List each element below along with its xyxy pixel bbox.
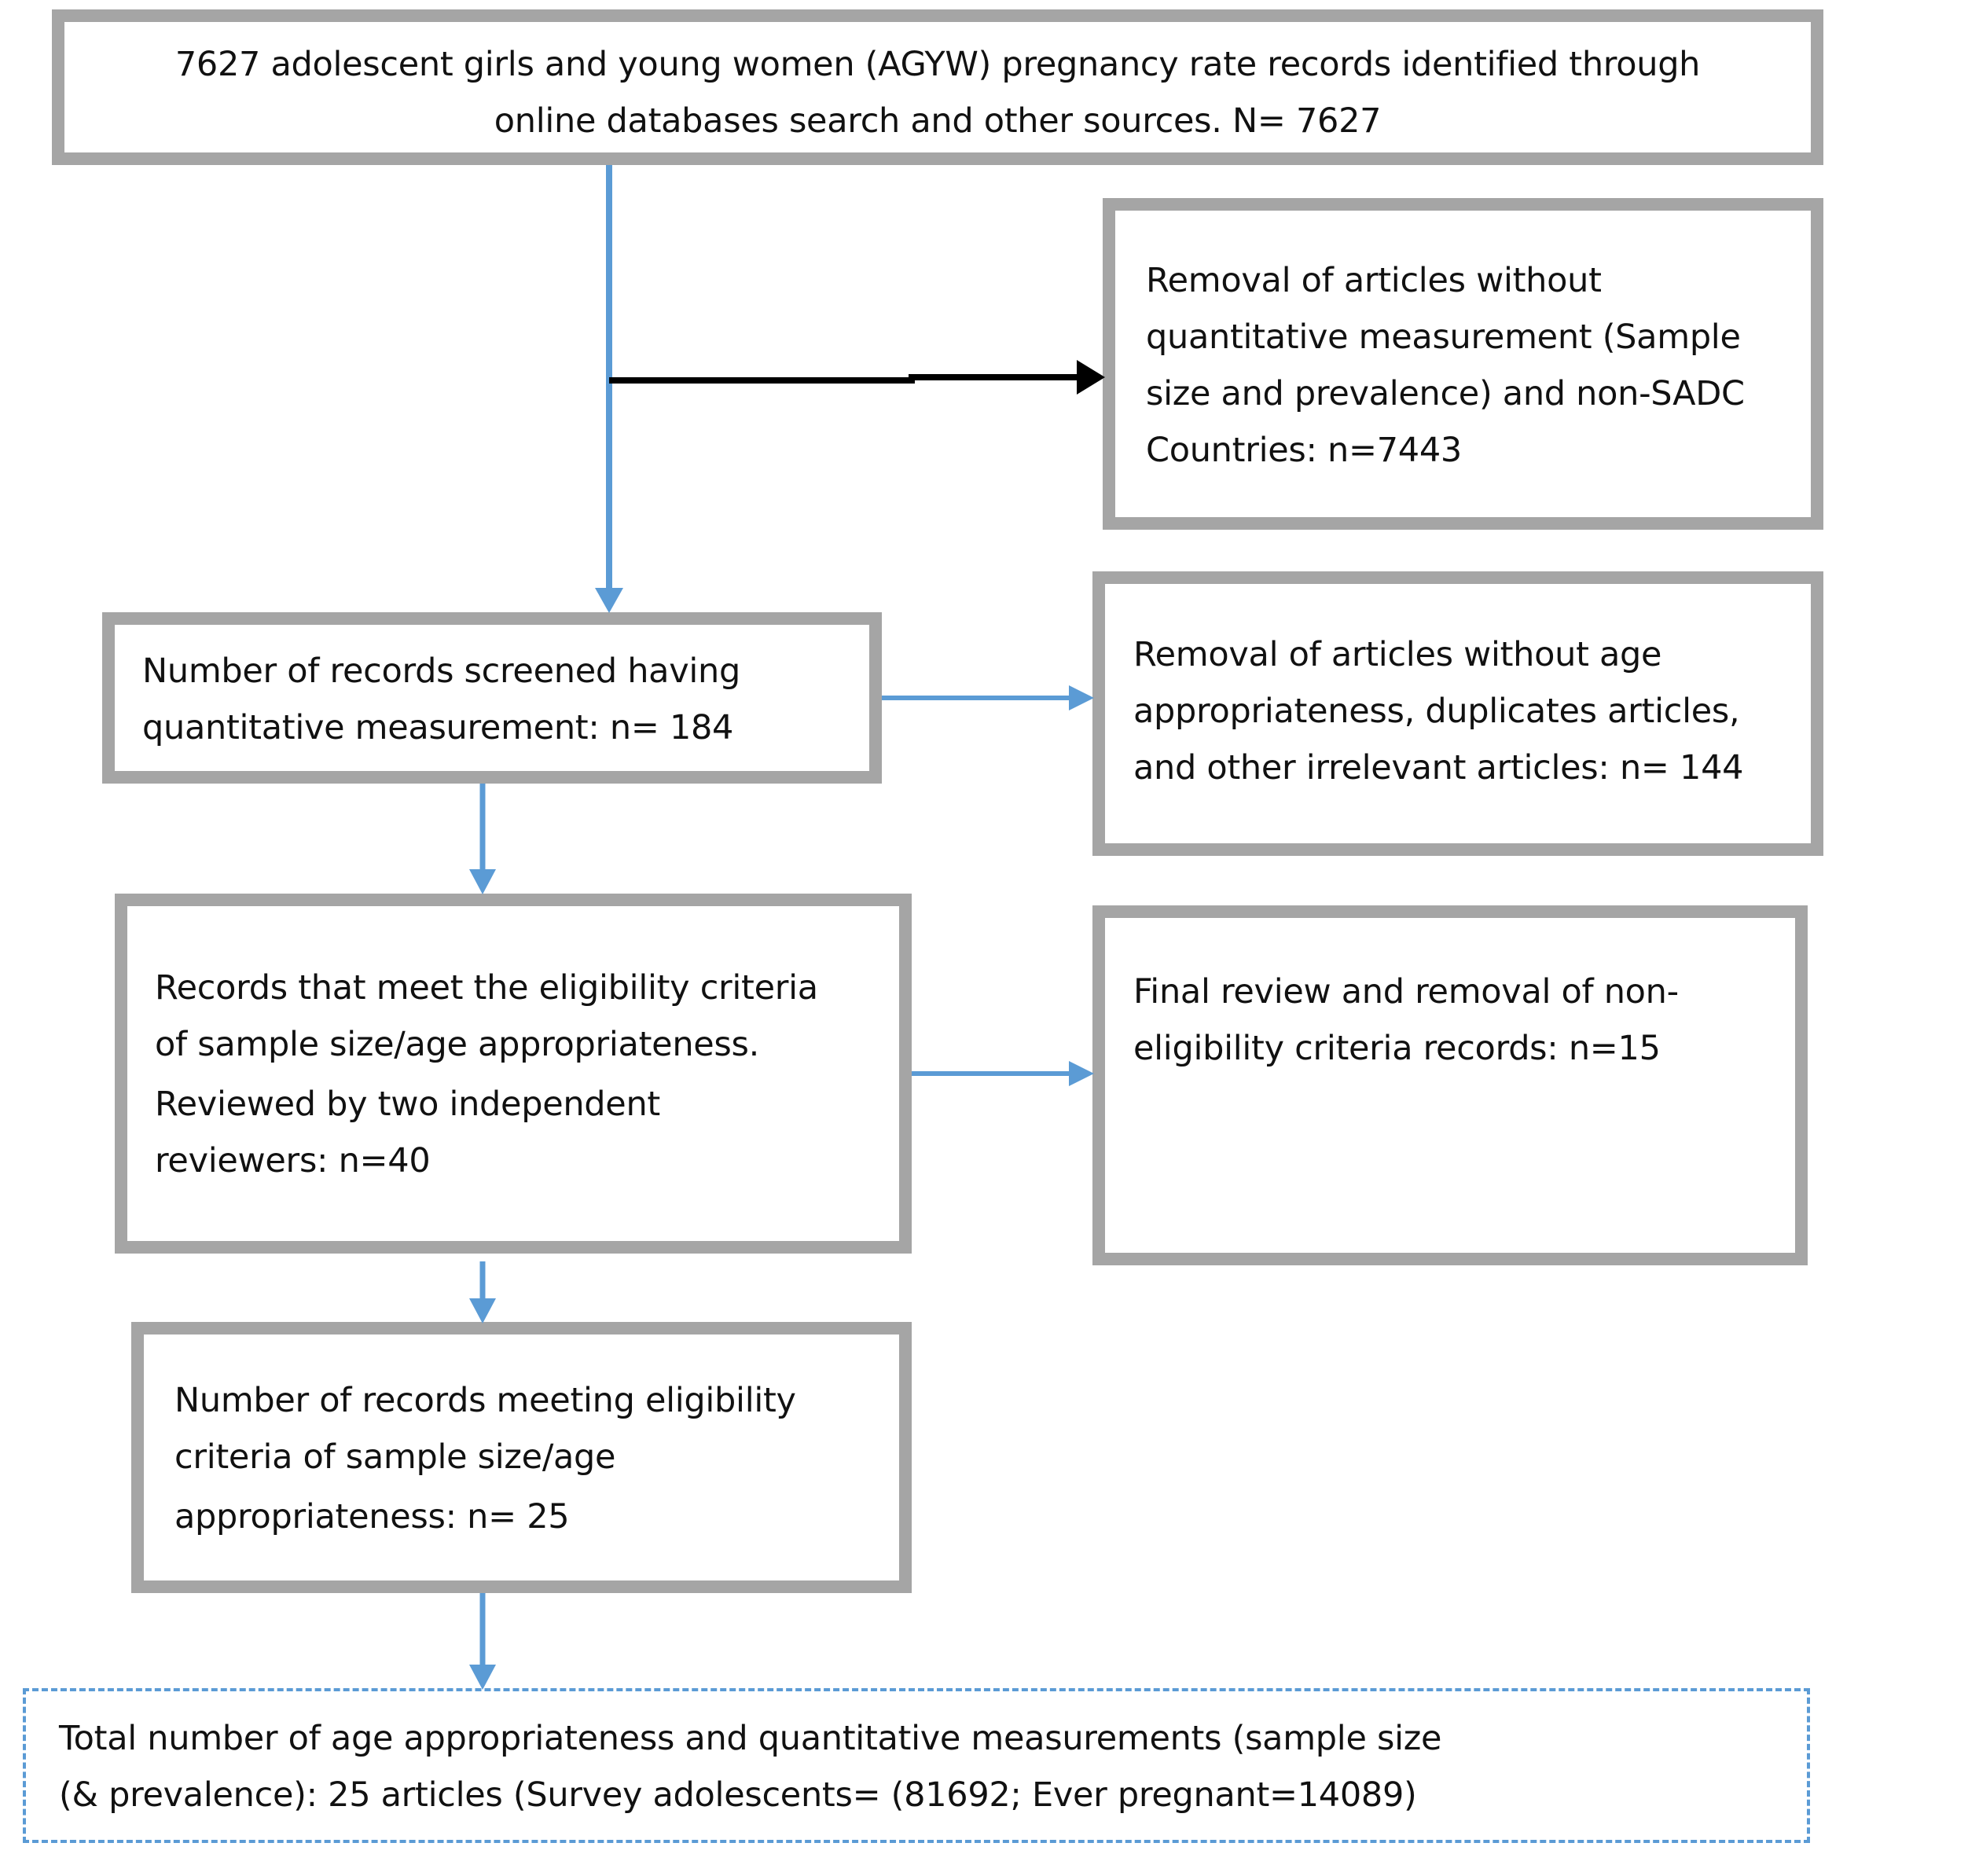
eligibility-reviewed-line-3: Reviewed by two independent — [155, 1085, 660, 1124]
total-articles-line-2: (& prevalence): 25 articles (Survey adol… — [59, 1775, 1417, 1815]
final-removal-line-2: eligibility criteria records: n=15 — [1133, 1029, 1661, 1068]
final-removal-line-1: Final review and removal of non- — [1133, 972, 1679, 1011]
arrow-identified-to-screened — [595, 165, 623, 613]
meeting-eligibility-line-1: Number of records meeting eligibility — [174, 1381, 796, 1420]
removal-age-box — [1092, 571, 1823, 856]
identified-records-line-2: online databases search and other source… — [494, 101, 1382, 141]
arrow-screened-to-eligibility — [469, 784, 496, 894]
total-articles-box — [23, 1688, 1810, 1843]
arrow-to-removal-quantitative — [609, 360, 1105, 395]
meeting-eligibility-line-3: appropriateness: n= 25 — [174, 1497, 570, 1536]
meeting-eligibility-line-2: criteria of sample size/age — [174, 1437, 616, 1477]
removal-age-line-2: appropriateness, duplicates articles, — [1133, 692, 1740, 731]
eligibility-reviewed-line-1: Records that meet the eligibility criter… — [155, 968, 818, 1008]
removal-quantitative-line-3: size and prevalence) and non-SADC — [1146, 374, 1745, 413]
arrow-eligibility-to-final-removal — [912, 1061, 1094, 1086]
removal-quantitative-line-1: Removal of articles without — [1146, 261, 1602, 300]
arrow-meeting-to-total — [469, 1593, 496, 1690]
screened-records-line-2: quantitative measurement: n= 184 — [142, 708, 734, 747]
removal-quantitative-line-4: Countries: n=7443 — [1146, 431, 1462, 470]
meeting-eligibility-box — [131, 1322, 912, 1593]
identified-records-box — [52, 9, 1823, 165]
eligibility-reviewed-line-4: reviewers: n=40 — [155, 1141, 431, 1180]
arrow-eligibility-to-meeting — [469, 1261, 496, 1323]
removal-quantitative-line-2: quantitative measurement (Sample — [1146, 318, 1741, 357]
screened-records-box — [102, 612, 882, 784]
eligibility-reviewed-box — [115, 894, 912, 1254]
arrow-screened-to-removal-age — [882, 685, 1094, 710]
removal-quantitative-box — [1103, 198, 1823, 530]
eligibility-reviewed-line-2: of sample size/age appropriateness. — [155, 1025, 760, 1064]
removal-age-line-3: and other irrelevant articles: n= 144 — [1133, 748, 1744, 787]
final-removal-box — [1092, 905, 1808, 1265]
removal-age-line-1: Removal of articles without age — [1133, 635, 1662, 674]
total-articles-line-1: Total number of age appropriateness and … — [59, 1719, 1442, 1758]
screened-records-line-1: Number of records screened having — [142, 652, 740, 691]
identified-records-line-1: 7627 adolescent girls and young women (A… — [174, 45, 1701, 84]
